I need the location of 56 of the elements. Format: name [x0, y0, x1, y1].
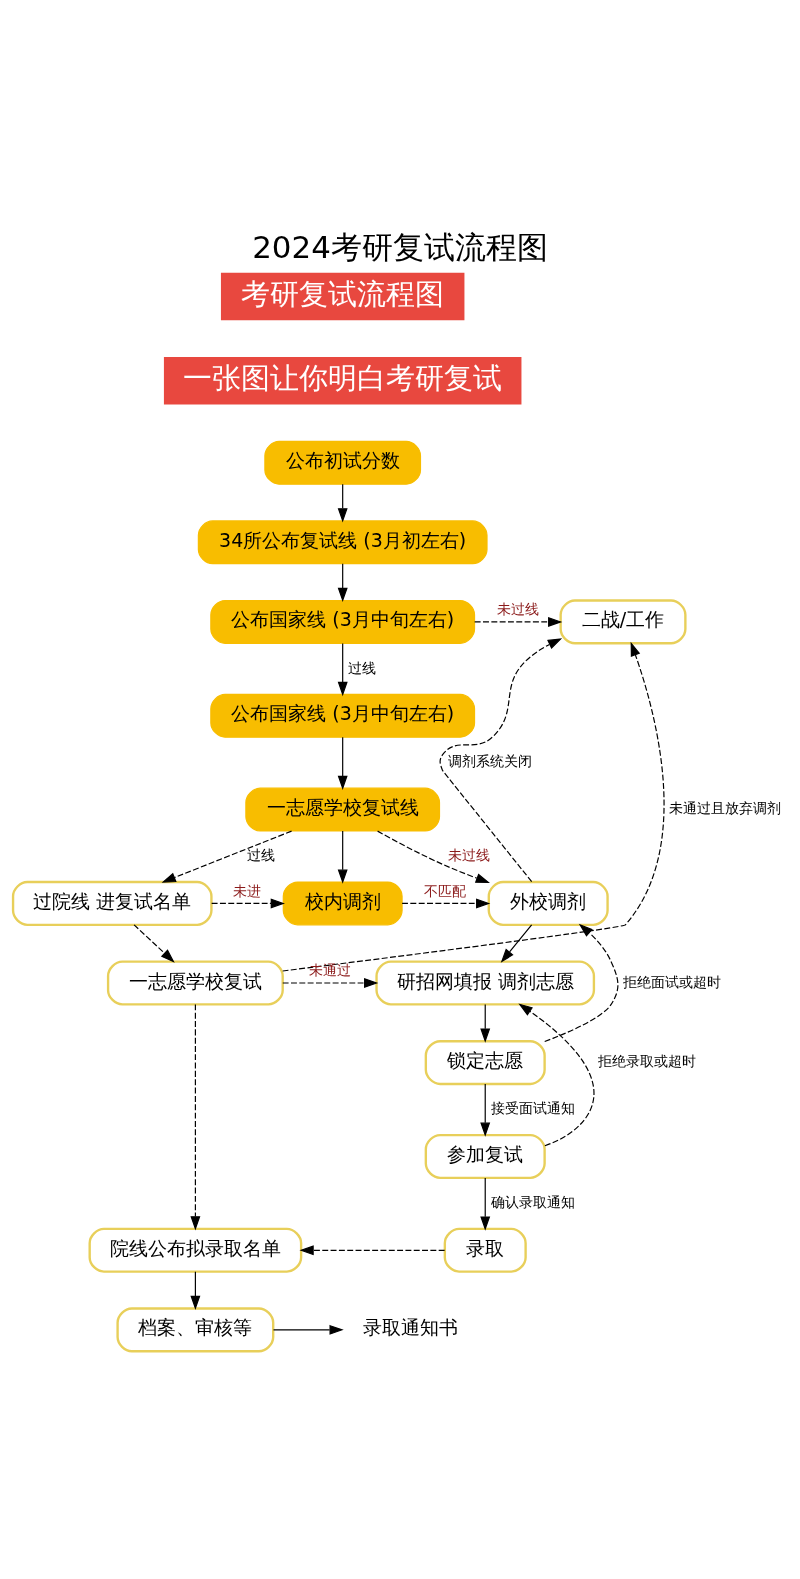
node-box: 过院线 进复试名单	[11, 880, 213, 926]
edge-label: 不匹配	[424, 882, 467, 899]
label: 考研复试流程图	[241, 277, 445, 311]
label: 一张图让你明白考研复试	[183, 361, 503, 395]
arrow	[518, 1003, 595, 1146]
node-box: 外校调剂	[487, 880, 609, 926]
node-box: 34所公布复试线 (3月初左右)	[197, 519, 488, 564]
edge-label: 未进	[233, 882, 262, 899]
arrow	[211, 897, 285, 908]
node-box: 公布国家线 (3月中旬左右)	[210, 599, 476, 644]
arrow	[401, 897, 491, 908]
edge-label: 拒绝录取或超时	[597, 1052, 696, 1069]
arrow	[161, 830, 293, 883]
edge-label: 未过线	[496, 600, 539, 617]
arrow	[282, 977, 379, 988]
edge-label: 确认录取通知	[490, 1193, 575, 1210]
edge-label: 拒绝面试或超时	[622, 973, 721, 990]
node-box: 公布初试分数	[264, 440, 422, 485]
edge-label: 调剂系统关闭	[447, 752, 532, 769]
arrow	[480, 1083, 491, 1137]
node-box: 二战/工作	[559, 598, 687, 644]
arrow	[299, 1244, 446, 1255]
arrow	[190, 1003, 201, 1230]
node-box: 院线公布拟录取名单	[88, 1227, 303, 1273]
arrow	[377, 830, 490, 883]
edge-label: 未过线	[447, 846, 490, 863]
edge-label: 过线	[347, 659, 376, 676]
node-box: 档案、审核等	[116, 1306, 275, 1352]
arrow	[474, 616, 563, 627]
node-box: 校内调剂	[282, 880, 403, 925]
arrow	[190, 1270, 201, 1310]
arrow	[337, 830, 348, 884]
node-box: 一志愿学校复试	[106, 959, 284, 1006]
edge-label: 未通过且放弃调剂	[669, 799, 782, 816]
arrow	[500, 923, 533, 963]
arrow	[272, 1324, 344, 1335]
arrow	[337, 562, 348, 602]
edge-label: 接受面试通知	[490, 1099, 575, 1116]
node-box: 参加复试	[424, 1133, 546, 1179]
arrow	[337, 642, 348, 696]
node-box: 录取	[443, 1227, 527, 1273]
node-box: 一志愿学校复试线	[245, 787, 441, 832]
edge-label: 过线	[246, 846, 275, 863]
diagram-title: 2024考研复试流程图	[252, 228, 548, 265]
edge-label: 未通过	[308, 961, 351, 978]
arrow	[133, 923, 175, 963]
node-box: 研招网填报 调剂志愿	[375, 959, 596, 1006]
node-text: 录取通知书	[362, 1315, 458, 1338]
arrow	[480, 1003, 491, 1043]
arrow	[337, 736, 348, 790]
node-box: 公布国家线 (3月中旬左右)	[210, 693, 476, 738]
arrow	[544, 923, 619, 1042]
node-box: 锁定志愿	[424, 1039, 546, 1085]
arrow	[337, 483, 348, 523]
arrow	[480, 1176, 491, 1231]
arrow	[439, 637, 563, 882]
